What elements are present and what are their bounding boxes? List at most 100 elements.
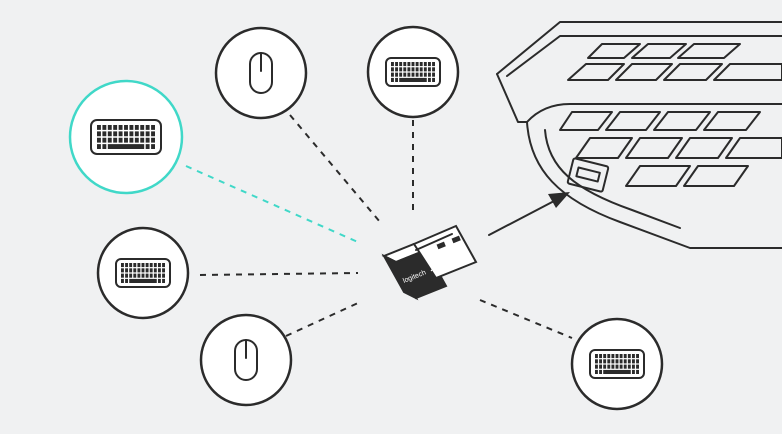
keyboard-key	[399, 67, 403, 72]
laptop-icon	[496, 21, 782, 249]
device-keyboard-4	[570, 317, 664, 411]
keyboard-key	[145, 131, 150, 137]
keyboard-key	[599, 354, 603, 359]
keyboard-key	[140, 131, 145, 137]
keyboard-key	[133, 263, 137, 268]
keyboard-key	[395, 77, 399, 82]
keyboard-key	[162, 263, 165, 268]
keyboard-key	[151, 137, 155, 143]
device-keyboard-2	[366, 25, 460, 119]
device-keyboard-3	[96, 226, 190, 320]
keyboard-key	[419, 72, 423, 77]
keyboard-key	[607, 364, 611, 369]
keyboard-key	[107, 144, 145, 149]
keyboard-key	[432, 62, 435, 67]
keyboard-key	[149, 268, 153, 273]
keyboard-key	[145, 137, 150, 143]
keyboard-key	[611, 364, 615, 369]
device-keyboard-1	[68, 79, 184, 195]
keyboard-icon	[589, 349, 645, 379]
keyboard-key	[125, 268, 129, 273]
keyboard-key	[391, 62, 394, 67]
mouse-icon	[249, 52, 273, 94]
keyboard-key	[157, 268, 161, 273]
keyboard-key	[636, 354, 639, 359]
keyboard-key	[599, 359, 603, 364]
keyboard-key	[595, 364, 598, 369]
mouse-icon	[234, 339, 258, 381]
keyboard-key	[407, 72, 411, 77]
keyboard-key	[102, 137, 107, 143]
keyboard-key	[423, 62, 427, 67]
keyboard-key	[153, 273, 157, 278]
keyboard-key	[636, 359, 639, 364]
keyboard-key	[427, 62, 431, 67]
keyboard-key	[107, 125, 112, 130]
keyboard-key	[118, 131, 123, 137]
keyboard-key	[623, 359, 627, 364]
keyboard-key	[415, 72, 419, 77]
keyboard-key	[124, 137, 128, 143]
keyboard-key	[121, 268, 124, 273]
keyboard-key	[129, 268, 133, 273]
keyboard-key	[97, 144, 101, 149]
keyboard-key	[595, 354, 598, 359]
keyboard-key	[107, 137, 112, 143]
keyboard-key	[133, 268, 137, 273]
keyboard-key	[145, 268, 149, 273]
keyboard-key	[619, 354, 623, 359]
keyboard-key	[411, 62, 415, 67]
keyboard-key	[631, 354, 635, 359]
keyboard-key	[603, 369, 631, 374]
keyboard-key	[153, 268, 157, 273]
keyboard-key	[399, 77, 427, 82]
keyboard-key	[162, 278, 165, 283]
keyboard-key	[603, 354, 607, 359]
keyboard-key	[607, 354, 611, 359]
keyboard-icon	[90, 119, 162, 155]
keyboard-key	[141, 263, 145, 268]
keyboard-key	[151, 125, 155, 130]
keyboard-key	[599, 364, 603, 369]
keyboard-key	[411, 72, 415, 77]
keyboard-key	[129, 131, 134, 137]
keyboard-key	[137, 273, 141, 278]
keyboard-key	[121, 278, 124, 283]
keyboard-key	[432, 72, 435, 77]
keyboard-key	[97, 131, 101, 137]
keyboard-key	[118, 125, 123, 130]
keyboard-key	[619, 364, 623, 369]
keyboard-key	[162, 268, 165, 273]
keyboard-key	[151, 131, 155, 137]
keyboard-key	[145, 125, 150, 130]
keyboard-key	[102, 144, 107, 149]
laptop-keys	[559, 43, 782, 187]
keyboard-key	[124, 131, 128, 137]
keyboard-key	[423, 67, 427, 72]
keyboard-icon	[385, 57, 441, 87]
keyboard-key	[619, 359, 623, 364]
keyboard-key	[113, 131, 118, 137]
keyboard-key	[157, 263, 161, 268]
keyboard-key	[121, 263, 124, 268]
keyboard-key	[407, 67, 411, 72]
keyboard-key	[121, 273, 124, 278]
keyboard-key	[125, 263, 129, 268]
keyboard-key	[399, 72, 403, 77]
keyboard-key	[102, 131, 107, 137]
link-keyboard-1	[185, 165, 361, 244]
keyboard-key	[611, 354, 615, 359]
keyboard-key	[636, 369, 639, 374]
keyboard-key	[636, 364, 639, 369]
keyboard-key	[125, 278, 129, 283]
keyboard-key	[623, 354, 627, 359]
keyboard-key	[162, 273, 165, 278]
link-mouse-2	[285, 302, 359, 337]
keyboard-key	[133, 273, 137, 278]
keyboard-key	[129, 263, 133, 268]
keyboard-key	[403, 72, 407, 77]
keyboard-key	[432, 77, 435, 82]
device-mouse-1	[214, 26, 308, 120]
